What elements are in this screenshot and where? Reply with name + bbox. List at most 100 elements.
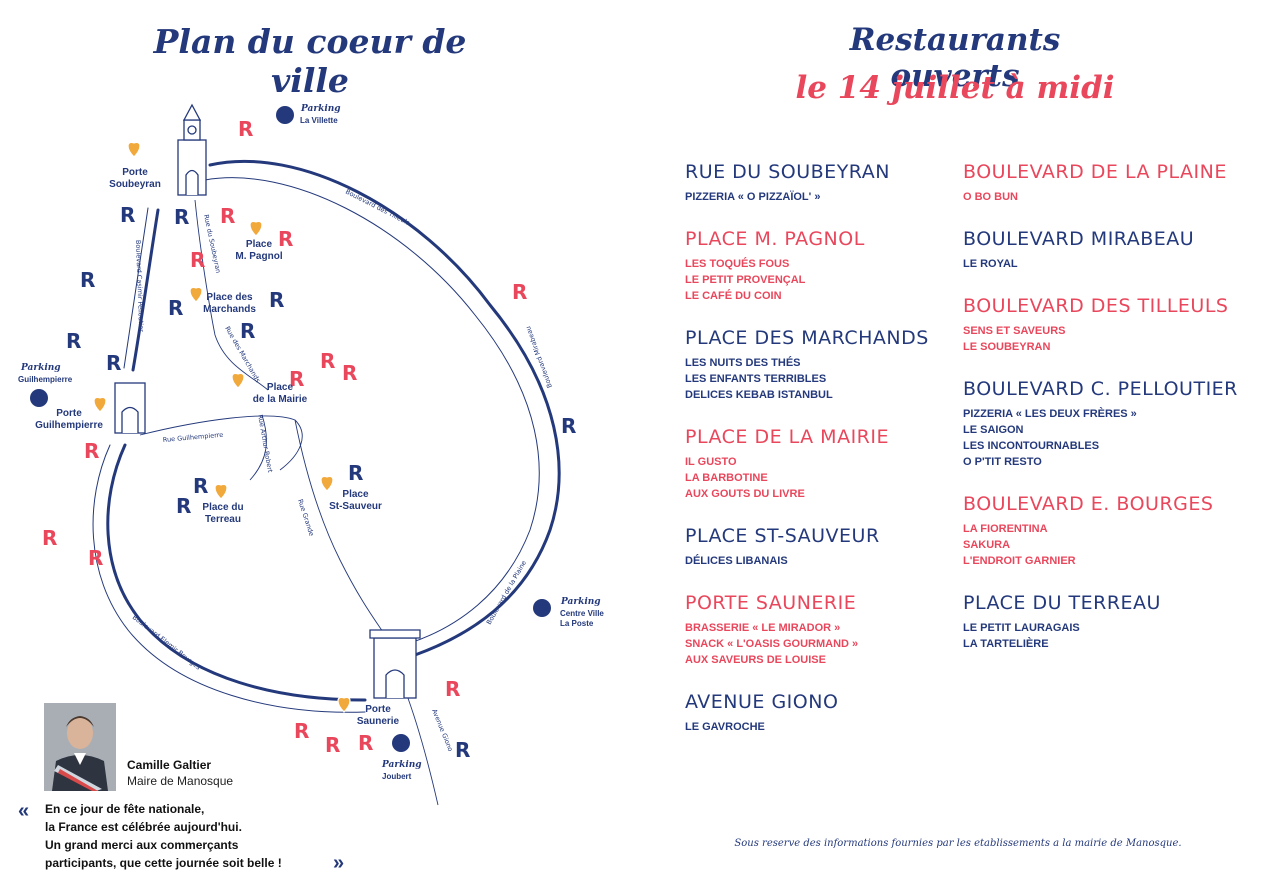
label-porte-soubeyran: Porte Soubeyran — [109, 167, 161, 190]
porte-soubeyran-tower — [177, 103, 207, 196]
restaurant-name: LA FIORENTINA — [963, 523, 1048, 535]
parking-la-villette-name: La Villette — [300, 116, 338, 125]
street-label: Rue Guilhempierre — [162, 431, 223, 444]
label-porte-guilhempierre: Porte Guilhempierre — [35, 408, 103, 431]
parking-joubert-title: Parking — [382, 760, 422, 770]
restaurant-items: BRASSERIE « LE MIRADOR » SNACK « L'OASIS … — [685, 620, 955, 668]
street-label: Rue Arthur Robert — [256, 414, 274, 474]
footnote: Sous reserve des informations fournies p… — [734, 838, 1182, 849]
section-heading: Avenue Giono — [685, 691, 839, 713]
street-label: Boulevard des Tilleuls — [344, 188, 411, 228]
street-label: Boulevard Elemir Bourges — [131, 613, 203, 672]
ring-road — [106, 159, 561, 702]
restaurant-name: PIZZERIA « LES DEUX FRÈRES » — [963, 408, 1137, 420]
heart-icon — [93, 396, 107, 413]
heart-icon — [127, 141, 141, 158]
restaurant-marker: R — [240, 319, 255, 343]
map-title: Plan du coeur de ville — [153, 22, 467, 100]
quote-open-mark: « — [18, 800, 30, 822]
restaurant-marker: R — [561, 414, 576, 438]
restaurant-name: LE CAFÉ DU COIN — [685, 290, 782, 302]
restaurant-marker: R — [42, 526, 57, 550]
restaurant-marker: R — [106, 351, 121, 375]
parking-joubert-dot — [392, 734, 410, 752]
restaurant-name: LE SOUBEYRAN — [963, 341, 1051, 353]
label-place-pagnol: Place M. Pagnol — [235, 239, 283, 262]
label-place-mairie: Place de la Mairie — [252, 382, 308, 405]
restaurant-name: BRASSERIE « LE MIRADOR » — [685, 622, 841, 634]
restaurant-name: LE PETIT LAURAGAIS — [963, 622, 1080, 634]
parking-la-villette-dot — [276, 106, 294, 124]
parking-centre-ville-dot — [533, 599, 551, 617]
restaurants-title: Restaurants ouverts — [849, 22, 1061, 94]
restaurant-marker: R — [120, 203, 135, 227]
restaurant-name: LES TOQUÉS FOUS — [685, 258, 790, 270]
section-heading: Boulevard C. Pelloutier — [963, 378, 1238, 400]
heart-icon — [337, 696, 351, 713]
parking-guilhempierre-title: Parking — [21, 363, 61, 373]
parking-centre-ville-name: Centre Ville La Poste — [560, 609, 604, 628]
quote-line: Un grand merci aux commerçants — [45, 838, 239, 852]
restaurant-name: O BO BUN — [963, 191, 1018, 203]
quote-line: En ce jour de fête nationale, — [45, 802, 205, 816]
restaurant-list-right: Boulevard de la Plaine O BO BUN Boulevard … — [963, 160, 1238, 674]
restaurant-marker: R — [193, 474, 208, 498]
section-heading: Rue du Soubeyran — [685, 161, 890, 183]
restaurants-subtitle: le 14 juillet à midi — [795, 70, 1115, 106]
restaurant-name: LE GAVROCHE — [685, 721, 765, 733]
heart-icon — [249, 220, 263, 237]
section-heading: Boulevard de la Plaine — [963, 161, 1227, 183]
restaurant-section: Boulevard Mirabeau LE ROYAL — [963, 227, 1233, 272]
parking-centre-ville-title: Parking — [561, 597, 601, 607]
quote-line: participants, que cette journée soit bel… — [45, 856, 282, 870]
parking-la-villette-title: Parking — [301, 104, 341, 114]
section-heading: Place de la Mairie — [685, 426, 889, 448]
restaurant-section: Place du Terreau LE PETIT LAURAGAIS LA TAR… — [963, 591, 1233, 652]
street-label: Boulevard Casimir Pelloutier — [134, 240, 145, 333]
restaurant-name: AUX GOUTS DU LIVRE — [685, 488, 805, 500]
section-heading: Place du Terreau — [963, 592, 1161, 614]
quote-close-mark: » — [333, 852, 345, 874]
mayor-photo — [44, 703, 116, 791]
restaurant-items: LE GAVROCHE — [685, 719, 955, 735]
mayor-quote: En ce jour de fête nationale, la France … — [45, 800, 355, 872]
restaurant-name: DELICES KEBAB ISTANBUL — [685, 389, 833, 401]
restaurant-name: LE ROYAL — [963, 258, 1018, 270]
restaurant-name: SENS ET SAVEURS — [963, 325, 1066, 337]
heart-icon — [231, 372, 245, 389]
restaurant-section: Boulevard E. BourgesLA FIORENTINASAKURAL… — [963, 492, 1233, 569]
restaurant-items: PIZZERIA « O PIZZAÏOL' » — [685, 189, 955, 205]
heart-icon — [214, 483, 228, 500]
restaurant-name: LES NUITS DES THÉS — [685, 357, 801, 369]
restaurant-marker: R — [84, 439, 99, 463]
restaurant-name: PIZZERIA « O PIZZAÏOL' » — [685, 191, 821, 203]
restaurant-items: LE ROYAL — [963, 256, 1233, 272]
parking-guilhempierre-name: Guilhempierre — [18, 375, 73, 384]
restaurant-marker: R — [294, 719, 309, 743]
restaurant-marker: R — [80, 268, 95, 292]
restaurant-section: Avenue Giono LE GAVROCHE — [685, 690, 955, 735]
parking-guilhempierre-dot — [30, 389, 48, 407]
restaurant-name: LA TARTELIÈRE — [963, 638, 1049, 650]
porte-saunerie-tower — [369, 629, 421, 699]
restaurant-marker: R — [174, 205, 189, 229]
section-heading: Boulevard Mirabeau — [963, 228, 1195, 250]
label-place-st-sauveur: Place St-Sauveur — [329, 489, 382, 512]
restaurant-marker: R — [342, 361, 357, 385]
restaurant-name: SAKURA — [963, 539, 1011, 551]
restaurant-marker: R — [278, 227, 293, 251]
restaurant-section: Place St-SauveurDÉLICES LIBANAIS — [685, 524, 955, 569]
restaurant-name: IL GUSTO — [685, 456, 737, 468]
restaurant-name: DÉLICES LIBANAIS — [685, 555, 788, 567]
restaurant-name: SNACK « L'OASIS GOURMAND » — [685, 638, 859, 650]
restaurant-marker: R — [176, 494, 191, 518]
restaurant-section: Place des MarchandsLES NUITS DES THÉSLES… — [685, 326, 955, 403]
restaurant-name: O P'TIT RESTO — [963, 456, 1042, 468]
restaurant-marker: R — [325, 733, 340, 757]
restaurant-items: DÉLICES LIBANAIS — [685, 553, 955, 569]
